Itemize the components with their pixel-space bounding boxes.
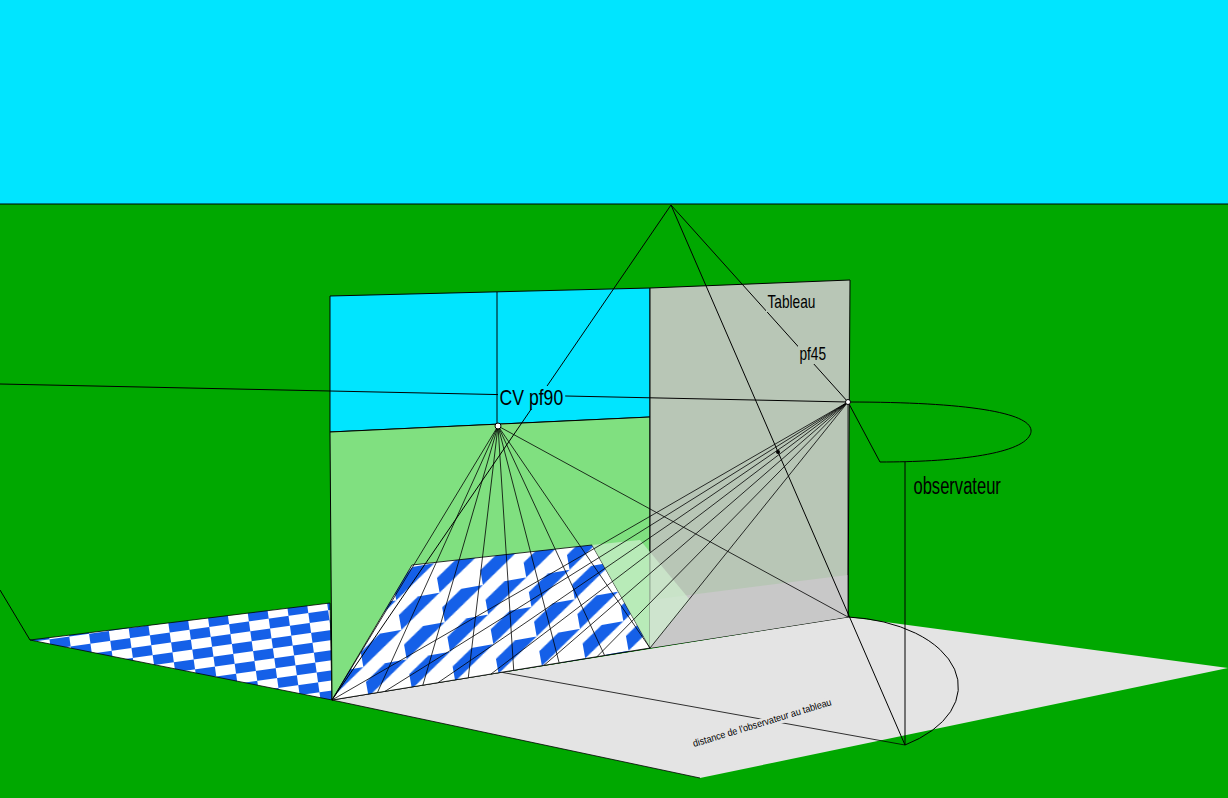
construction-line (491, 402, 848, 674)
construction-line (332, 402, 848, 700)
construction-line (544, 402, 848, 665)
construction-line (498, 426, 559, 663)
construction-line (498, 426, 514, 670)
construction-line (377, 426, 498, 693)
construction-line (385, 402, 848, 691)
text-label: pf45 (798, 344, 828, 364)
text-label: observateur (912, 474, 1002, 498)
construction-line (498, 426, 650, 648)
text-label: Tableau (766, 292, 817, 312)
construction-line (423, 426, 498, 685)
text-label: CV pf90 (498, 386, 565, 409)
construction-line (650, 402, 848, 648)
construction-line (438, 402, 848, 683)
construction-line (468, 426, 498, 678)
construction-line (597, 402, 848, 657)
construction-line (848, 402, 849, 617)
construction-line (498, 426, 605, 655)
